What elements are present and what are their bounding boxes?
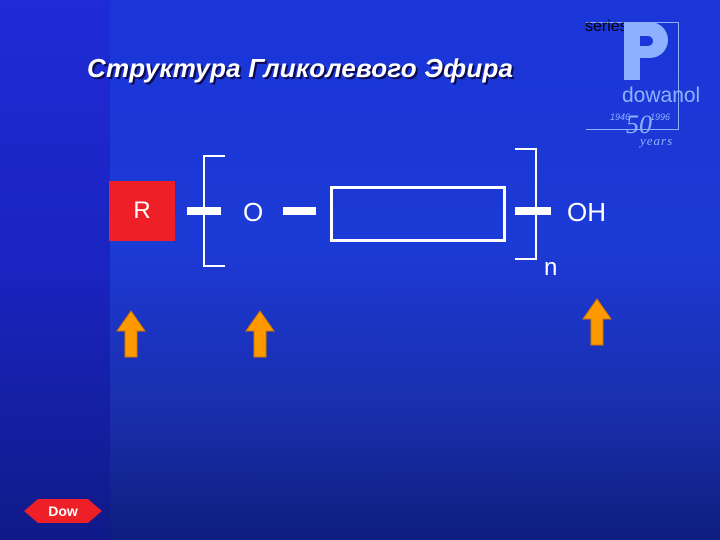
up-arrow-icon [245, 310, 275, 358]
logo-series-text: series [585, 18, 628, 35]
oxygen-label: O [243, 197, 264, 227]
logo-brand-text: dowanol [622, 84, 701, 107]
logo-anniversary-word: years [640, 133, 674, 148]
repeat-count-label: n [544, 254, 558, 281]
r-label: R [133, 197, 151, 224]
up-arrow-icon [582, 298, 612, 346]
left-bracket [203, 155, 225, 267]
dow-logo-icon: Dow [24, 499, 102, 523]
right-bracket [515, 148, 537, 260]
dow-logo-text: Dow [48, 503, 78, 519]
logo-p-mark-icon [624, 22, 668, 80]
r-group-box: R [109, 181, 175, 241]
bond-box-oh [515, 207, 551, 215]
up-arrow-icon [116, 310, 146, 358]
repeat-unit-box [330, 186, 506, 242]
hydroxyl-label: OH [567, 197, 606, 227]
slide-title: Структура Гликолевого Эфира [87, 53, 514, 83]
logo-year-start: 1946 [610, 112, 631, 122]
left-side-band [0, 0, 110, 540]
logo-anniversary-number: 50 [626, 110, 652, 139]
bond-o-box [283, 207, 316, 215]
logo-year-end: 1996 [650, 112, 671, 122]
